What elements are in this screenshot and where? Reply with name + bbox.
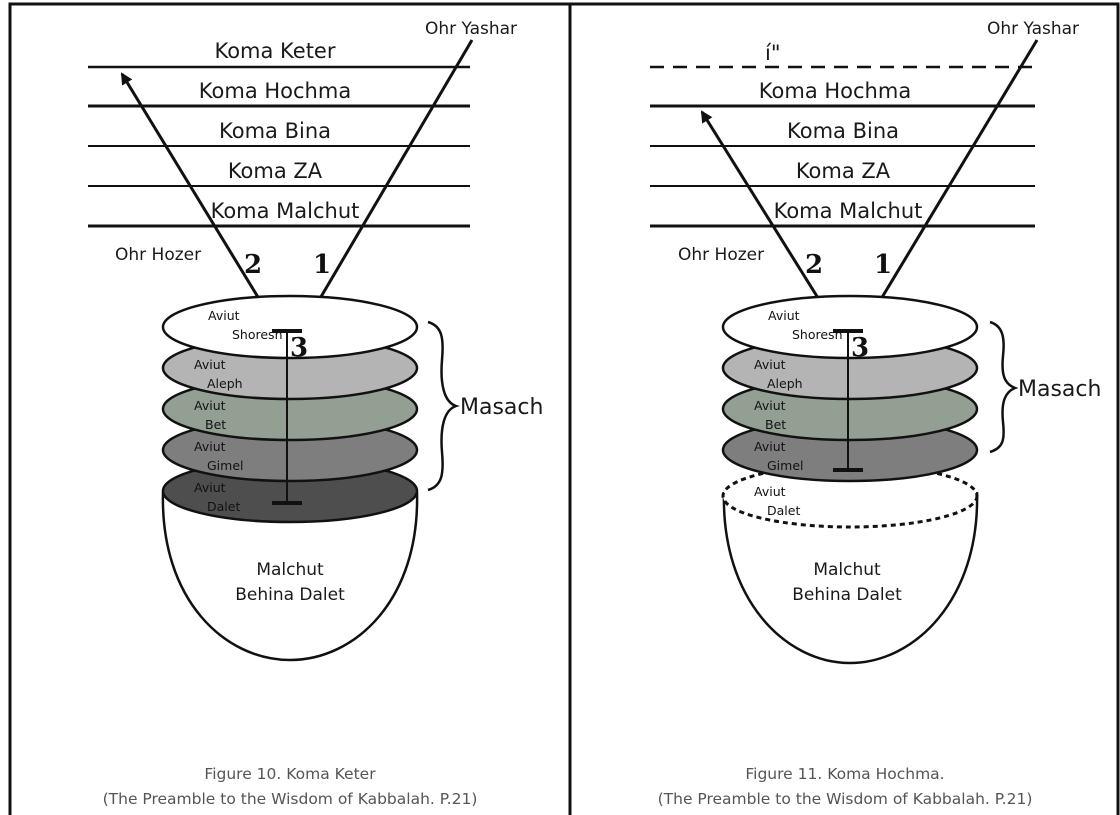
vessel-label-malchut: Malchut	[813, 560, 881, 580]
caption-title: Figure 11. Koma Hochma.	[745, 765, 944, 783]
disc-dalet-label-1: Aviut	[194, 480, 226, 495]
level-label-bina: Koma Bina	[787, 119, 899, 143]
vessel-label-behina: Behina Dalet	[792, 585, 902, 605]
level-label-za: Koma ZA	[228, 159, 323, 183]
vessel-outline	[722, 491, 979, 665]
ohr-yashar-ray	[303, 39, 474, 326]
disc-aleph-label-1: Aviut	[194, 357, 226, 372]
ray-number-2: 2	[244, 250, 262, 280]
ohr-yashar-label: Ohr Yashar	[425, 19, 517, 39]
outer-frame	[8, 2, 1120, 815]
ohr-yashar-label: Ohr Yashar	[987, 19, 1079, 39]
disc-dalet-label-1: Aviut	[754, 484, 786, 499]
ohr-hozer-label: Ohr Hozer	[678, 245, 764, 265]
top-mark-label: í"	[765, 41, 781, 65]
disc-shoresh	[161, 294, 419, 360]
disc-shoresh-label-1: Aviut	[208, 308, 240, 323]
disc-aleph-label-1: Aviut	[754, 357, 786, 372]
caption-source: (The Preamble to the Wisdom of Kabbalah.…	[103, 790, 478, 808]
disc-gimel-label-1: Aviut	[754, 439, 786, 454]
ray-number-3: 3	[851, 333, 869, 363]
disc-dalet-label-2: Dalet	[207, 499, 240, 514]
vessel-label-malchut: Malchut	[256, 560, 324, 580]
caption-source: (The Preamble to the Wisdom of Kabbalah.…	[658, 790, 1033, 808]
ohr-yashar-ray	[864, 39, 1039, 326]
masach-label: Masach	[460, 395, 543, 420]
disc-shoresh-label-2: Shoresh	[232, 327, 283, 342]
masach-brace	[427, 320, 460, 492]
disc-shoresh-label-2: Shoresh	[792, 327, 843, 342]
disc-dalet-label-2: Dalet	[767, 503, 800, 518]
disc-bet-label-1: Aviut	[754, 398, 786, 413]
left-panel: Koma Keter Koma Hochma Koma Bina Koma ZA…	[88, 19, 543, 808]
vessel-label-behina: Behina Dalet	[235, 585, 345, 605]
level-label-hochma: Koma Hochma	[199, 79, 351, 103]
ray-number-1: 1	[313, 250, 331, 280]
disc-gimel-label-2: Gimel	[207, 458, 244, 473]
ray-number-2: 2	[805, 250, 823, 280]
level-label-malchut: Koma Malchut	[211, 199, 360, 223]
disc-aleph-label-2: Aleph	[767, 376, 803, 391]
disc-shoresh	[721, 294, 979, 360]
disc-bet-label-2: Bet	[205, 417, 226, 432]
ohr-hozer-ray	[120, 72, 280, 331]
disc-gimel-label-1: Aviut	[194, 439, 226, 454]
ray-number-3: 3	[290, 333, 308, 363]
disc-shoresh-label-1: Aviut	[768, 308, 800, 323]
ohr-hozer-label: Ohr Hozer	[115, 245, 201, 265]
level-label-keter: Koma Keter	[214, 39, 335, 63]
masach-label: Masach	[1018, 377, 1101, 402]
vessel-outline	[161, 491, 419, 662]
disc-bet-label-2: Bet	[765, 417, 786, 432]
ohr-hozer-ray	[700, 110, 840, 331]
disc-bet-label-1: Aviut	[194, 398, 226, 413]
level-label-hochma: Koma Hochma	[759, 79, 911, 103]
right-panel: í" Koma Hochma Koma Bina Koma ZA Koma Ma…	[650, 19, 1101, 808]
level-label-malchut: Koma Malchut	[774, 199, 923, 223]
masach-brace	[989, 320, 1019, 454]
caption-title: Figure 10. Koma Keter	[204, 765, 376, 783]
ray-number-1: 1	[874, 250, 892, 280]
level-label-bina: Koma Bina	[219, 119, 331, 143]
disc-gimel-label-2: Gimel	[767, 458, 804, 473]
level-label-za: Koma ZA	[796, 159, 891, 183]
disc-aleph-label-2: Aleph	[207, 376, 243, 391]
